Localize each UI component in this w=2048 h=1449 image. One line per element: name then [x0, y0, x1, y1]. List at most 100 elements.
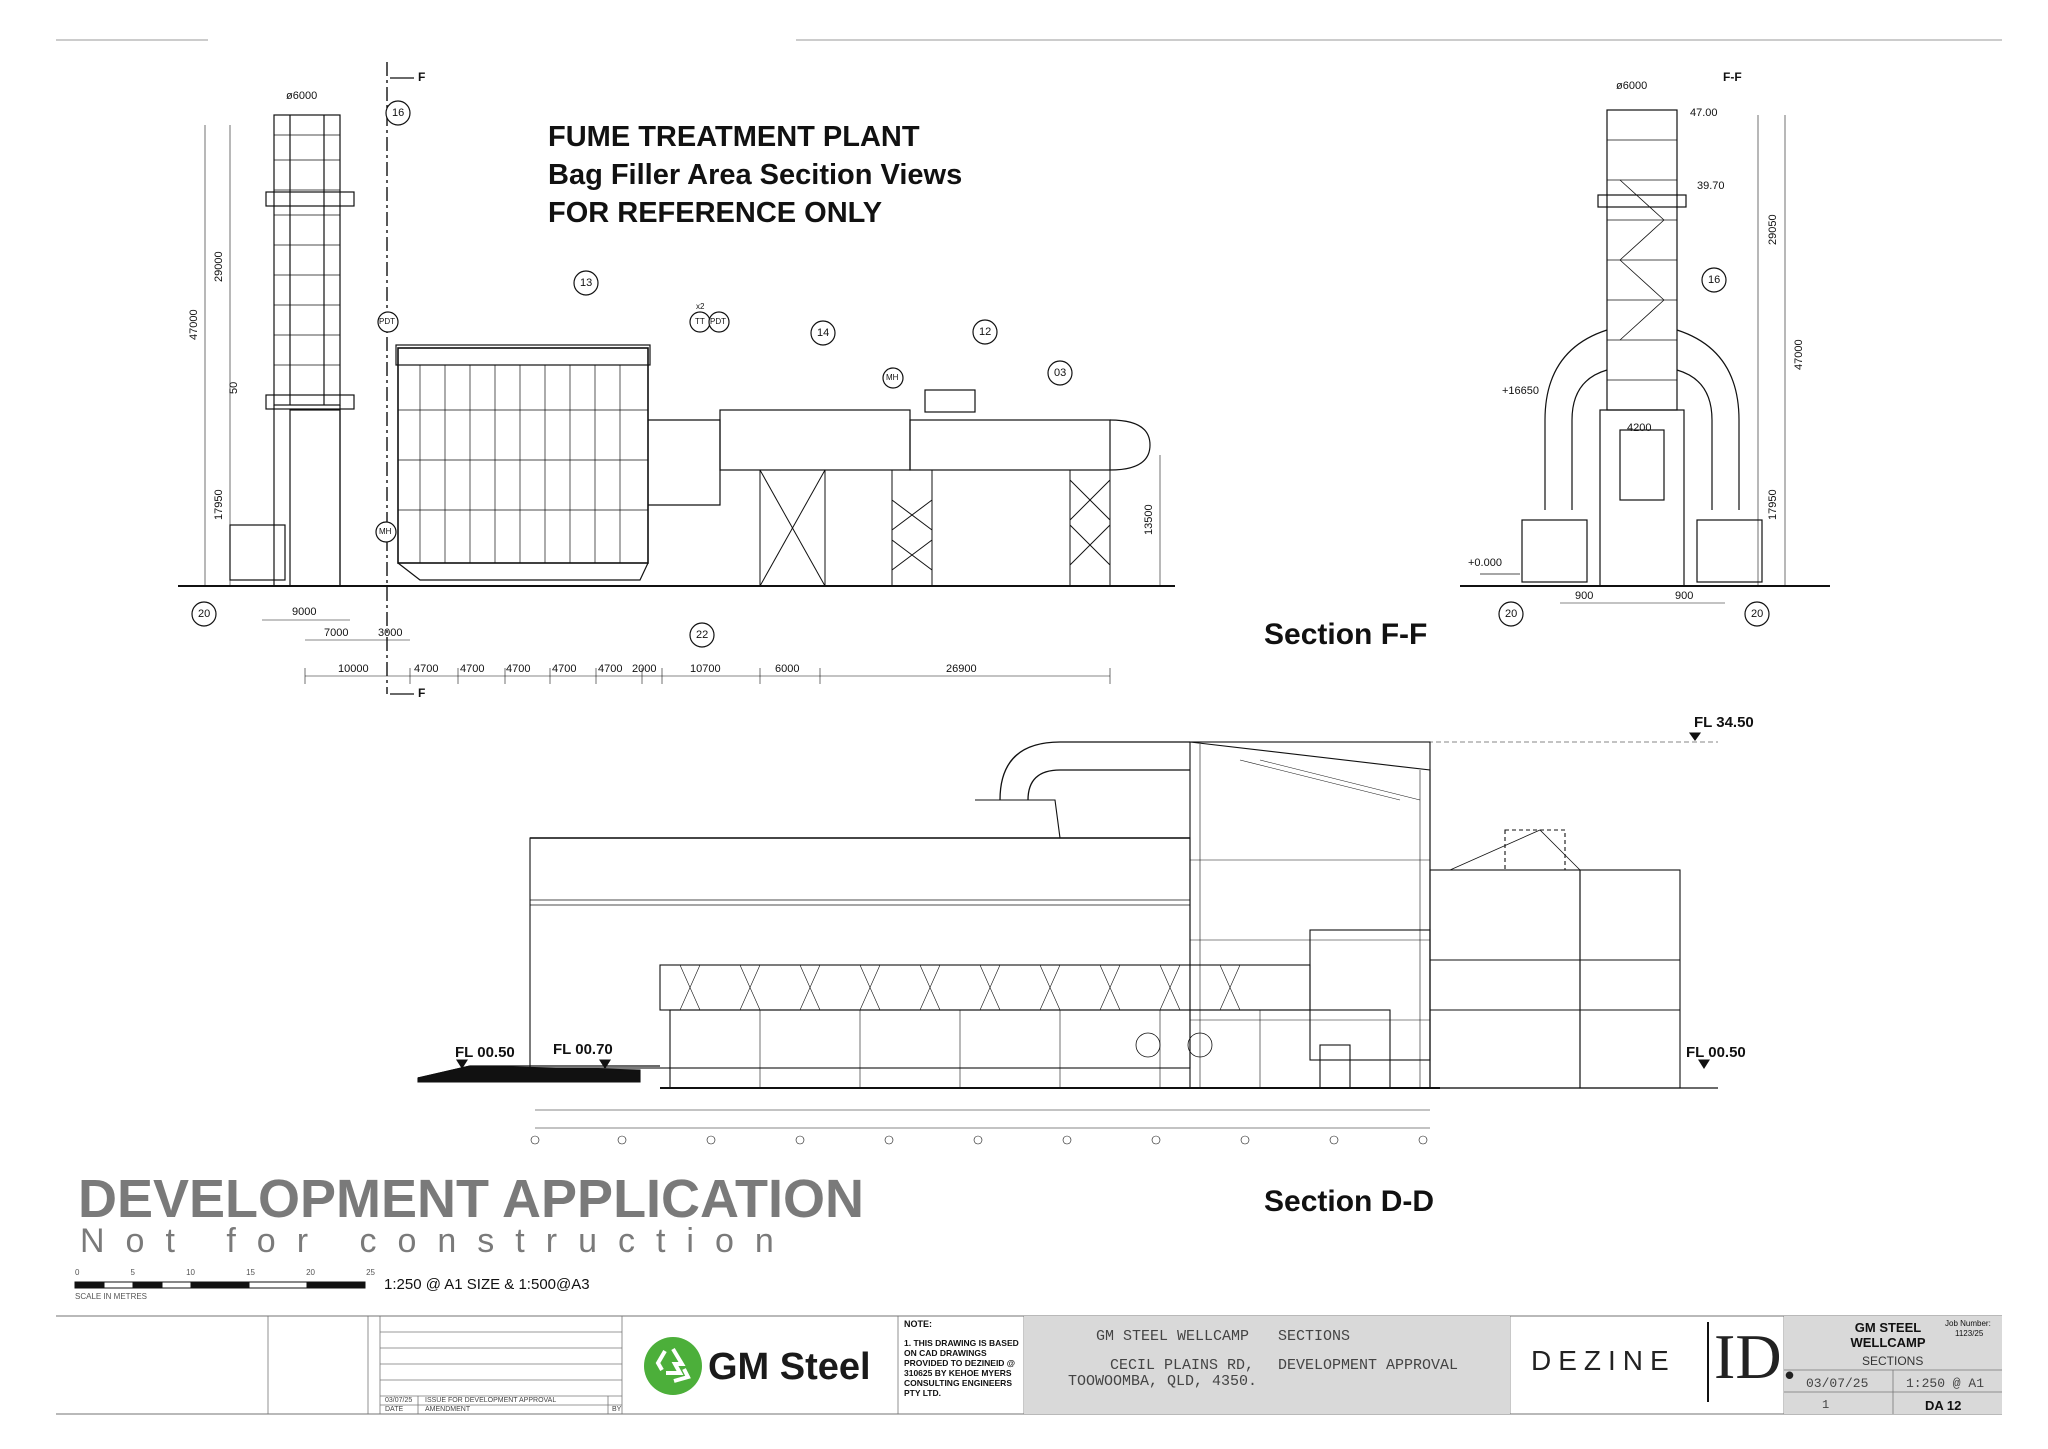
callout-mh-left: MH — [379, 527, 392, 536]
elev-39-70: 39.70 — [1697, 180, 1725, 192]
dim-bottom-4700-c: 4700 — [506, 663, 531, 675]
callout-16-left: 16 — [392, 107, 405, 119]
sheet-name: SECTIONS — [1862, 1354, 1924, 1368]
scale-tick: 10 — [186, 1268, 195, 1277]
cut-marker-bottom: F — [418, 686, 426, 700]
dim-bottom-4700-d: 4700 — [552, 663, 577, 675]
plant-subtitle: Bag Filler Area Secition Views — [548, 159, 963, 191]
fl-00-50-left: FL 00.50 — [455, 1044, 515, 1061]
dim-29000: 29000 — [213, 251, 225, 282]
dim-3000: 3000 — [378, 627, 403, 639]
callout-16-right: 16 — [1708, 274, 1721, 286]
scale-tick: 0 — [75, 1268, 80, 1277]
callout-03: 03 — [1054, 367, 1067, 379]
recycle-icon — [644, 1337, 702, 1395]
job-name: GM STEEL WELLCAMP — [1850, 1320, 1926, 1350]
scale-tick: 20 — [306, 1268, 315, 1277]
dim-bottom-6000: 6000 — [775, 663, 800, 675]
dim-bottom-4700-b: 4700 — [460, 663, 485, 675]
job-box-grid — [1784, 1369, 2002, 1414]
fl-00-70: FL 00.70 — [553, 1041, 613, 1058]
not-for-construction-subtitle: Not for construction — [80, 1222, 795, 1260]
dim-9000: 9000 — [292, 606, 317, 618]
section-ff-label: Section F-F — [1264, 618, 1428, 651]
ff-marker: F-F — [1723, 70, 1742, 84]
drawing-type: SECTIONS — [1278, 1328, 1351, 1345]
gm-steel-logo-text: GM Steel — [708, 1346, 871, 1388]
sheet-scale: 1:250 @ A1 — [1906, 1376, 1985, 1391]
job-number: 1123/25 — [1955, 1329, 1984, 1338]
rev-header-date: DATE — [385, 1406, 404, 1413]
sheet-revision: 1 — [1822, 1398, 1830, 1412]
section-dd-drawing — [417, 732, 1718, 1145]
scale-ticks: 0 5 10 15 20 25 — [75, 1268, 375, 1277]
callout-x2: x2 — [696, 302, 705, 311]
section-ff-drawing — [1460, 109, 1830, 604]
elevation-section-left — [178, 62, 1175, 695]
scale-tick: 5 — [130, 1268, 135, 1277]
callout-12: 12 — [979, 326, 992, 338]
callout-tt: TT — [695, 317, 705, 326]
dim-47000-left: 47000 — [188, 309, 200, 340]
callout-22: 22 — [696, 629, 709, 641]
project-address-1: CECIL PLAINS RD, — [1110, 1357, 1255, 1374]
rev-header-by: BY — [612, 1406, 622, 1413]
scale-text: 1:250 @ A1 SIZE & 1:500@A3 — [384, 1276, 590, 1293]
plant-title-block: FUME TREATMENT PLANT Bag Filler Area Sec… — [548, 118, 962, 232]
drawing-number: DA 12 — [1925, 1398, 1962, 1413]
callout-20-right-a: 20 — [1505, 608, 1518, 620]
fl-34-50: FL 34.50 — [1694, 714, 1754, 731]
drawing-purpose: DEVELOPMENT APPROVAL — [1278, 1357, 1459, 1374]
cut-marker-top: F — [418, 70, 426, 84]
project-address-2: TOOWOOMBA, QLD, 4350. — [1068, 1373, 1258, 1390]
scale-caption: SCALE IN METRES — [75, 1292, 148, 1301]
section-dd-label: Section D-D — [1264, 1185, 1435, 1218]
dim-29050: 29050 — [1767, 214, 1779, 245]
dim-900-a: 900 — [1575, 590, 1594, 602]
dim-17950-right: 17950 — [1767, 489, 1779, 520]
firm-name: DEZINE — [1531, 1345, 1676, 1376]
fl-00-50-right: FL 00.50 — [1686, 1044, 1746, 1061]
elev-0-000: +0.000 — [1468, 557, 1502, 569]
rev-header-amendment: AMENDMENT — [425, 1406, 471, 1413]
recycle-icon-glyph — [655, 1347, 691, 1383]
callout-13: 13 — [580, 277, 593, 289]
note-text: 1. THIS DRAWING IS BASED ON CAD DRAWINGS… — [904, 1338, 1019, 1398]
elev-16650: +16650 — [1502, 385, 1540, 397]
dim-bottom-26900: 26900 — [946, 663, 977, 675]
callout-pdt-mid: PDT — [710, 317, 726, 326]
rev-description: ISSUE FOR DEVELOPMENT APPROVAL — [425, 1397, 557, 1404]
development-application-title: DEVELOPMENT APPLICATION — [78, 1169, 865, 1229]
dim-bottom-4700-a: 4700 — [414, 663, 439, 675]
dim-bottom-4700-e: 4700 — [598, 663, 623, 675]
note-header: NOTE: — [904, 1319, 932, 1329]
rev-date: 03/07/25 — [385, 1397, 413, 1404]
project-name: GM STEEL WELLCAMP — [1096, 1328, 1250, 1345]
callout-bubbles-right — [1498, 267, 1770, 627]
stack-diameter-right: ø6000 — [1616, 80, 1648, 92]
scale-tick: 25 — [366, 1268, 375, 1277]
dim-50: 50 — [228, 381, 240, 394]
stack-diameter-left: ø6000 — [286, 90, 318, 102]
elev-47-00: 47.00 — [1690, 107, 1718, 119]
scale-bar — [74, 1281, 366, 1289]
plant-reference-note: FOR REFERENCE ONLY — [548, 197, 883, 229]
plant-title: FUME TREATMENT PLANT — [548, 121, 920, 153]
callout-20-right-b: 20 — [1751, 608, 1764, 620]
scale-tick: 15 — [246, 1268, 255, 1277]
callout-14: 14 — [817, 327, 830, 339]
dim-47000-right: 47000 — [1793, 339, 1805, 370]
dim-7000: 7000 — [324, 627, 349, 639]
callout-bubbles-left — [191, 100, 1073, 648]
project-box-bg — [1024, 1316, 1510, 1414]
dim-bottom-10000: 10000 — [338, 663, 369, 675]
dim-4200: 4200 — [1627, 422, 1652, 434]
job-number-label: Job Number: — [1945, 1319, 1991, 1328]
callout-20-left: 20 — [198, 608, 211, 620]
callout-mh-mid: MH — [886, 373, 899, 382]
dim-bottom-10700: 10700 — [690, 663, 721, 675]
sheet-date: 03/07/25 — [1806, 1376, 1869, 1391]
dim-13500: 13500 — [1143, 504, 1155, 535]
dim-bottom-2000: 2000 — [632, 663, 657, 675]
